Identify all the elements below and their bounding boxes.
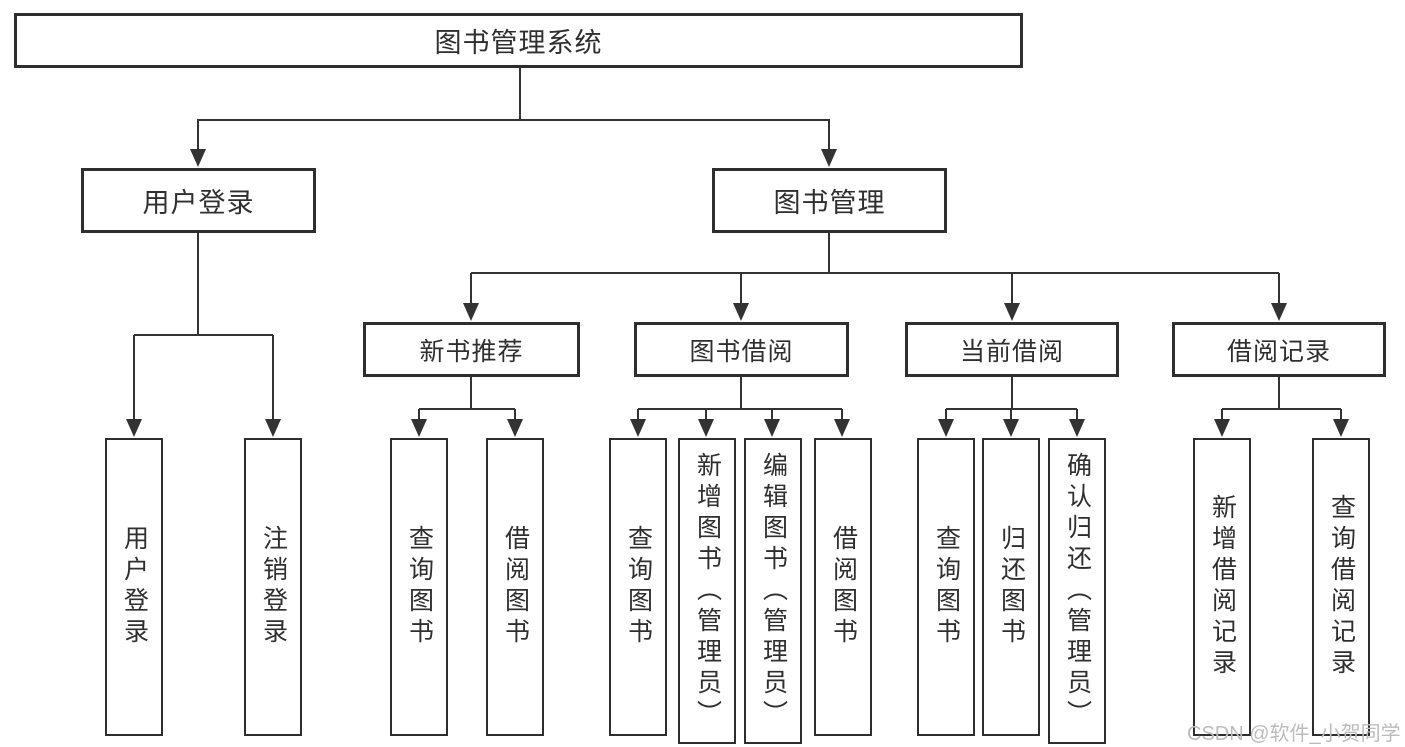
leaf-borrowing-query-books: 查询图书 [609, 438, 667, 736]
leaf-borrowing-add-books-admin: 新增图书（管理员） [678, 438, 736, 744]
leaf-current-confirm-return-admin: 确认归还（管理员） [1048, 438, 1106, 744]
node-new-book-recommend: 新书推荐 [363, 322, 580, 377]
leaf-current-confirm-return-admin-label: 确认归还（管理员） [1063, 451, 1092, 731]
leaf-borrowing-edit-books-admin-label: 编辑图书（管理员） [759, 451, 788, 731]
leaf-borrowing-borrow-books-label: 借阅图书 [829, 525, 858, 649]
leaf-borrowing-borrow-books: 借阅图书 [814, 438, 872, 736]
leaf-records-add-record-label: 新增借阅记录 [1208, 494, 1237, 680]
leaf-logout-label: 注销登录 [259, 525, 288, 649]
node-user-login: 用户登录 [81, 168, 316, 233]
leaf-user-login: 用户登录 [105, 438, 163, 736]
leaf-records-add-record: 新增借阅记录 [1193, 438, 1251, 736]
leaf-current-return-books-label: 归还图书 [997, 525, 1026, 649]
leaf-borrowing-add-books-admin-label: 新增图书（管理员） [693, 451, 722, 731]
node-book-borrowing: 图书借阅 [634, 322, 849, 377]
leaf-newbooks-query-books-label: 查询图书 [405, 525, 434, 649]
leaf-newbooks-query-books: 查询图书 [390, 438, 448, 736]
node-borrowing-records-label: 借阅记录 [1226, 337, 1331, 366]
leaf-newbooks-borrow-books: 借阅图书 [486, 438, 544, 736]
leaf-newbooks-borrow-books-label: 借阅图书 [501, 525, 530, 649]
leaf-borrowing-edit-books-admin: 编辑图书（管理员） [744, 438, 802, 744]
node-user-login-label: 用户登录 [142, 188, 255, 218]
leaf-borrowing-query-books-label: 查询图书 [624, 525, 653, 649]
node-book-management: 图书管理 [712, 168, 947, 233]
node-book-management-label: 图书管理 [773, 188, 886, 218]
node-current-borrowing-label: 当前借阅 [959, 337, 1064, 366]
node-new-book-recommend-label: 新书推荐 [419, 337, 524, 366]
node-root: 图书管理系统 [14, 13, 1023, 68]
node-borrowing-records: 借阅记录 [1172, 322, 1386, 377]
node-book-borrowing-label: 图书借阅 [689, 337, 794, 366]
leaf-user-login-label: 用户登录 [120, 525, 149, 649]
leaf-records-query-record-label: 查询借阅记录 [1327, 494, 1356, 680]
node-root-label: 图书管理系统 [434, 28, 603, 58]
node-current-borrowing: 当前借阅 [905, 322, 1119, 377]
leaf-current-return-books: 归还图书 [982, 438, 1040, 736]
leaf-records-query-record: 查询借阅记录 [1312, 438, 1370, 736]
leaf-logout: 注销登录 [244, 438, 302, 736]
leaf-current-query-books: 查询图书 [917, 438, 975, 736]
leaf-current-query-books-label: 查询图书 [932, 525, 961, 649]
watermark: CSDN @软件_小贺同学 [1187, 723, 1401, 745]
